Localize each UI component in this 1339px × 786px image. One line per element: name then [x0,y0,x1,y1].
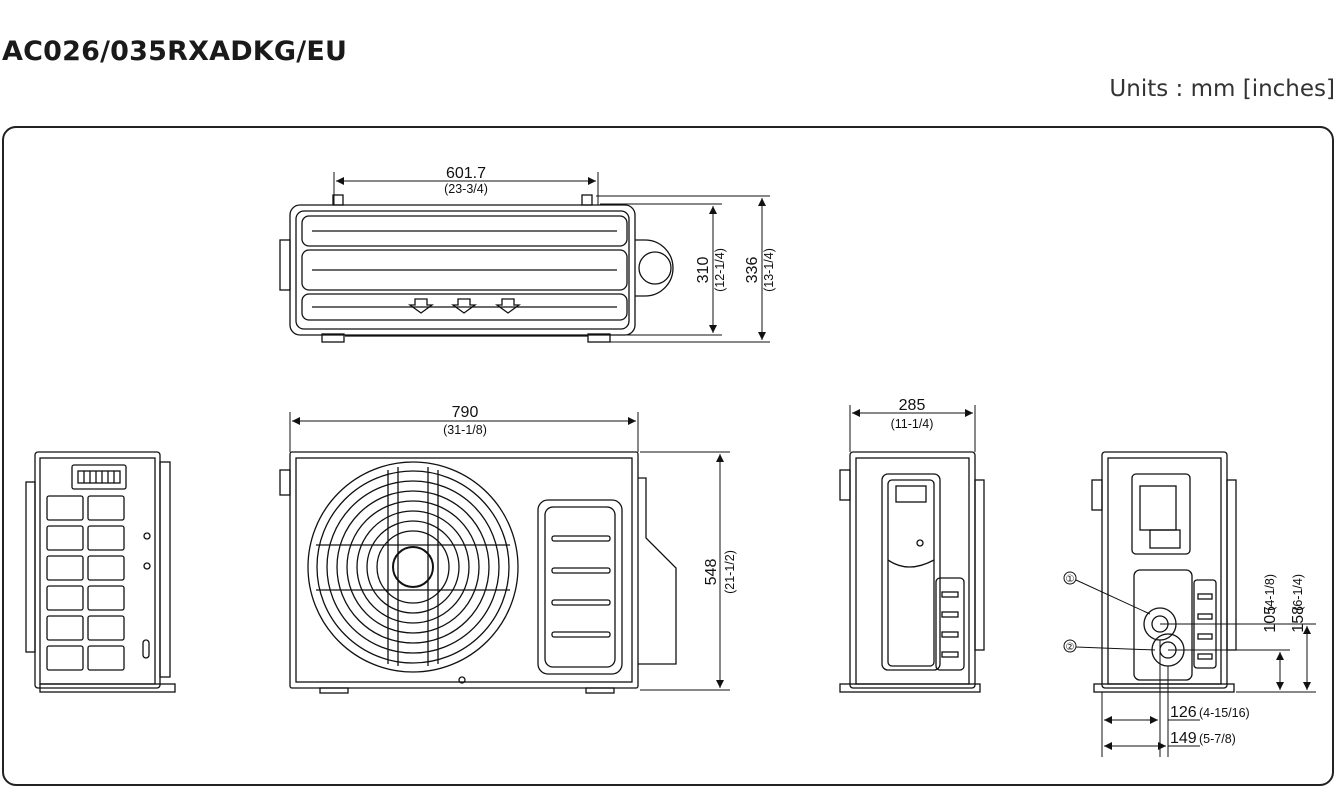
dim-side-width-in: (11-1/4) [891,417,934,431]
technical-drawing: 601.7 (23-3/4) 310 (12-1/4) 336 (13-1/4) [25,165,1316,757]
dim-top-depth-a-in: (12-1/4) [713,248,727,292]
dim-top-width: 601.7 [446,165,486,182]
dim-top-depth-a: 310 [695,257,712,284]
left-side-view [25,451,176,693]
callout-2: ② [1066,642,1075,653]
callout-1: ① [1066,574,1075,585]
rear-view [1091,451,1237,693]
page-title: AC026/035RXADKG/EU [2,36,348,67]
dim-side-width: 285 [899,397,926,414]
front-view [279,451,677,694]
dim-pipe-h1: 105 [1262,606,1279,633]
top-view [279,194,674,343]
units-label: Units : mm [inches] [1109,76,1335,102]
dim-top-depth-b: 336 [744,257,761,284]
right-side-view [839,451,985,693]
dim-pipe-h2-in: (6-1/4) [1291,574,1305,611]
dim-pipe-h2: 158 [1290,606,1307,633]
dim-pipe-w2: 149 [1170,730,1197,747]
dim-pipe-w1-in: (4-15/16) [1199,706,1250,720]
dim-pipe-h1-in: (4-1/8) [1263,574,1277,611]
dim-top-depth-b-in: (13-1/4) [762,248,776,292]
dim-front-width-in: (31-1/8) [443,423,487,437]
dim-front-height: 548 [703,559,720,586]
dim-pipe-w2-in: (5-7/8) [1199,732,1236,746]
dim-front-width: 790 [452,404,479,421]
dim-pipe-w1: 126 [1170,704,1197,721]
dim-top-width-in: (23-3/4) [444,182,488,196]
dim-front-height-in: (21-1/2) [723,550,737,594]
